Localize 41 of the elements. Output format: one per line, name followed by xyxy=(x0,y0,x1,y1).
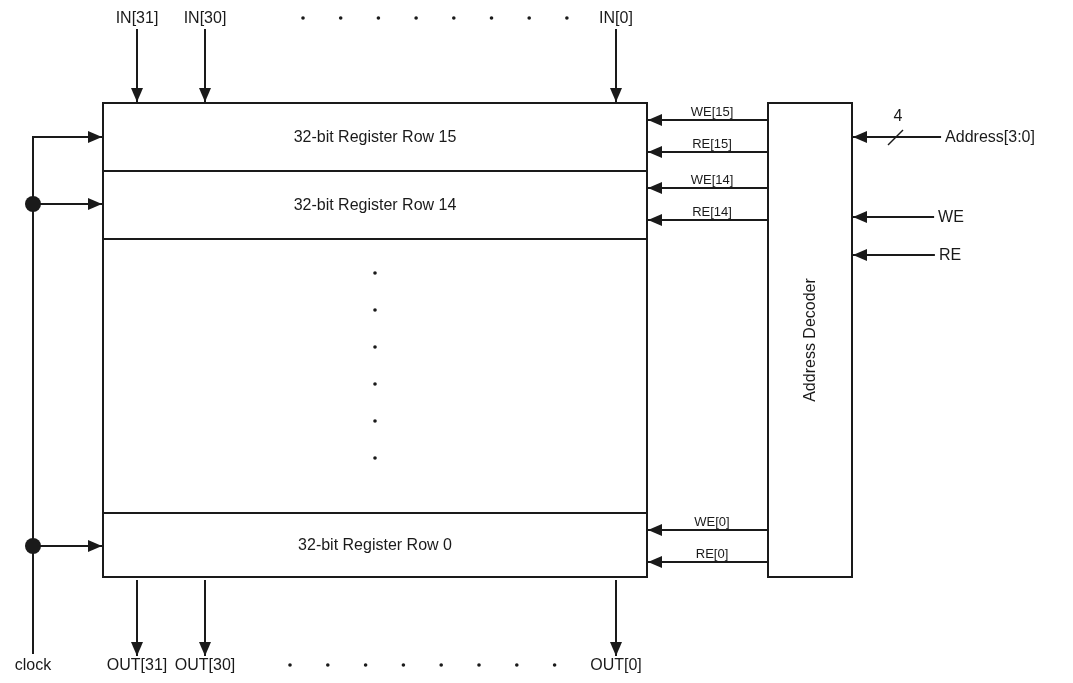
register-rows-block xyxy=(102,238,648,514)
arrow xyxy=(647,146,769,158)
row-label: 32-bit Register Row 15 xyxy=(293,128,457,146)
arrow xyxy=(610,28,622,103)
register-row xyxy=(102,170,648,240)
arrow xyxy=(199,579,211,657)
arrow xyxy=(131,579,143,657)
edge-label: RE[14] xyxy=(691,204,733,218)
register-row xyxy=(102,102,648,172)
row-label: 32-bit Register Row 0 xyxy=(298,536,452,554)
arrow xyxy=(852,249,936,261)
signal-label: WE xyxy=(938,208,964,226)
arrow xyxy=(131,28,143,103)
signal-label: IN[30] xyxy=(183,9,227,27)
signal-label: OUT[0] xyxy=(590,656,642,674)
row-label: 32-bit Register Row 14 xyxy=(293,196,457,214)
block-label: Address Decoder xyxy=(801,278,819,402)
arrow xyxy=(647,214,769,226)
edge-label: RE[15] xyxy=(691,136,733,150)
arrow xyxy=(199,28,211,103)
arrow xyxy=(647,114,769,126)
signal-label: Address[3:0] xyxy=(945,128,1035,146)
decoder-block xyxy=(767,102,853,578)
signal-label: OUT[30] xyxy=(174,656,236,674)
signal-label: RE xyxy=(938,246,962,264)
register-row xyxy=(102,512,648,578)
edge-label: WE[0] xyxy=(693,514,731,528)
arrow xyxy=(852,131,943,143)
arrow xyxy=(647,182,769,194)
arrow xyxy=(647,524,769,536)
edge-label: RE[0] xyxy=(694,546,730,560)
signal-label: clock xyxy=(14,656,52,674)
edge-label: 4 xyxy=(892,108,904,122)
signal-label: IN[31] xyxy=(115,9,159,27)
arrow xyxy=(852,211,936,223)
arrow xyxy=(647,556,769,568)
edge-label: WE[15] xyxy=(689,104,735,118)
signal-label: IN[0] xyxy=(599,9,633,27)
arrow xyxy=(610,579,622,657)
signal-label: OUT[31] xyxy=(106,656,168,674)
edge-label: WE[14] xyxy=(689,172,735,186)
